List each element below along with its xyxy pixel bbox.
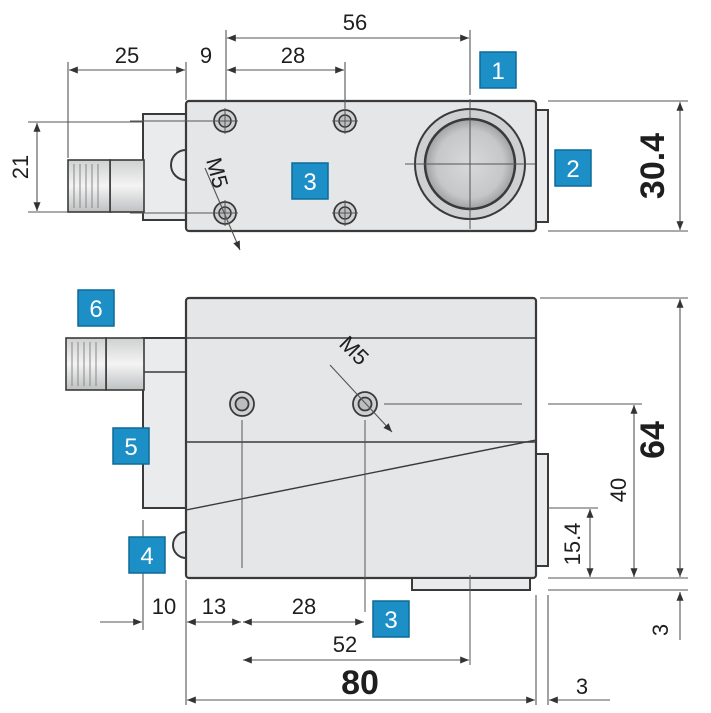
dim-hole-spacing-top: 28: [281, 43, 305, 68]
dim-connector-height: 21: [8, 155, 33, 179]
svg-text:3: 3: [303, 169, 316, 196]
mounting-foot: [411, 577, 531, 591]
dim-connector-length: 25: [115, 43, 139, 68]
callout-badge-2: 2: [554, 149, 592, 187]
svg-text:4: 4: [140, 543, 153, 570]
dim-overall-width: 56: [343, 10, 367, 35]
dim-overall-height: 64: [634, 421, 672, 459]
callout-badge-6: 6: [77, 289, 115, 327]
mounting-hole: [229, 391, 255, 417]
thread-leader: [204, 167, 241, 251]
dim-foot-height: 3: [648, 624, 673, 636]
connector-plug: [65, 337, 145, 391]
svg-text:5: 5: [124, 434, 137, 461]
dim-hole-height: 40: [606, 478, 631, 502]
dim-hole-spacing-side: 28: [292, 594, 316, 619]
adjust-knob: [170, 148, 187, 182]
mounting-hole: [212, 108, 238, 134]
sensor-body-side: [184, 296, 538, 580]
mounting-hole: [332, 108, 358, 134]
top-view: M5 56 28 25 9 21 30.4 1 2: [8, 10, 688, 251]
side-cap: [535, 109, 549, 223]
svg-text:6: 6: [89, 296, 102, 323]
callout-badge-1: 1: [479, 51, 517, 89]
callout-badge-3: 3: [291, 162, 329, 200]
callout-badge-4: 4: [128, 536, 166, 574]
dim-hole-offset: 9: [200, 43, 212, 68]
callout-badge-5: 5: [112, 427, 150, 465]
dim-overall-length: 80: [341, 664, 379, 702]
lens-optic: [405, 99, 535, 229]
dim-hole-offset-side: 13: [202, 594, 226, 619]
dim-mount-spacing: 52: [333, 632, 357, 657]
dim-foot-width: 3: [576, 674, 588, 699]
front-window: [535, 453, 549, 567]
connector-plug: [67, 159, 145, 213]
svg-text:2: 2: [566, 156, 579, 183]
callout-badge-3-side: 3: [372, 600, 410, 638]
thread-leader: [329, 364, 393, 433]
adjust-knob: [172, 530, 187, 560]
svg-text:3: 3: [384, 607, 397, 634]
mounting-hole: [332, 200, 358, 226]
mounting-hole: [212, 200, 238, 226]
side-view: M5 64 40 15.4 3 10 13 28 52: [65, 289, 688, 705]
dim-left-offset: 10: [152, 594, 176, 619]
connector-housing: [142, 337, 188, 509]
svg-text:1: 1: [491, 58, 504, 85]
diagonal-edge: [185, 439, 537, 511]
dim-window-height: 15.4: [560, 523, 585, 566]
dim-body-height: 30.4: [634, 133, 672, 199]
